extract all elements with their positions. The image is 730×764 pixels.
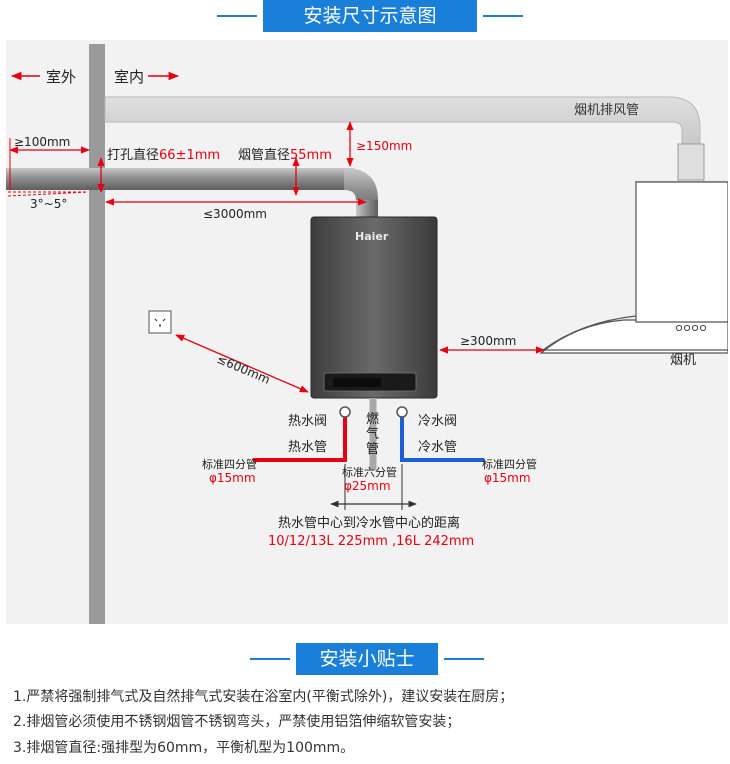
installation-diagram: 室外 室内 烟机排风管 烟机 ≥100mm 打孔直径66±1mm 烟管直径55m…: [6, 40, 728, 624]
std4-left-label: 标准四分管: [202, 457, 257, 471]
le600-label: ≤600mm: [215, 352, 272, 387]
gas-pipe-char-3: 管: [366, 442, 379, 457]
hot-valve-label: 热水阀: [288, 414, 327, 429]
gas-pipe-char-2: 气: [366, 426, 379, 442]
distance-value: 10/12/13L 225mm ,16L 242mm: [268, 534, 474, 549]
gas-pipe-char-1: 燃: [366, 411, 379, 427]
hood-control-buttons: [675, 324, 707, 332]
std4-right-label: 标准四分管: [482, 457, 537, 471]
distance-title: 热水管中心到冷水管中心的距离: [278, 515, 460, 531]
cold-valve-icon: [396, 406, 408, 418]
hood-label: 烟机: [670, 353, 696, 368]
slope-label: 3°~5°: [30, 197, 67, 211]
ge150-label: ≥150mm: [356, 139, 412, 153]
cold-pipe-label: 冷水管: [418, 440, 457, 455]
le3000-label: ≤3000mm: [203, 207, 267, 221]
tip-item: 1.严禁将强制排气式及自然排气式安装在浴室内(平衡式除外)，建议安装在厨房；: [13, 689, 514, 705]
phi15-right-label: φ15mm: [484, 471, 531, 485]
tip-item: 3.排烟管直径:强排型为60mm，平衡机型为100mm。: [13, 740, 355, 756]
water-heater: [310, 216, 438, 399]
std6-label: 标准六分管: [342, 465, 397, 479]
socket-icon: [154, 318, 166, 327]
tip-item: 2.排烟管必须使用不锈钢烟管不锈钢弯头，严禁使用铝箔伸缩软管安装；: [13, 714, 461, 730]
hot-pipe-label: 热水管: [288, 440, 327, 455]
phi15-left-label: φ15mm: [209, 471, 256, 485]
cold-valve-label: 冷水阀: [418, 414, 457, 429]
tips-banner: 安装小贴士: [250, 643, 484, 675]
power-socket: [148, 310, 172, 334]
ge300-label: ≥300mm: [460, 334, 516, 348]
wall: [89, 44, 105, 624]
drill-label: 打孔直径66±1mm: [107, 148, 220, 163]
hood-duct-label: 烟机排风管: [574, 103, 639, 118]
duct-collar: [677, 143, 705, 181]
ge100-label: ≥100mm: [14, 135, 70, 149]
outdoor-label: 室外: [46, 68, 76, 86]
flue-label: 烟管直径55mm: [238, 148, 332, 163]
le600-dim: [175, 334, 309, 393]
title-banner: 安装尺寸示意图: [217, 0, 523, 32]
indoor-label: 室内: [114, 68, 144, 86]
brand-logo: Haier: [355, 230, 389, 243]
hot-valve-icon: [339, 406, 351, 418]
phi25-label: φ25mm: [344, 479, 391, 493]
flue-pipe: [6, 168, 354, 190]
